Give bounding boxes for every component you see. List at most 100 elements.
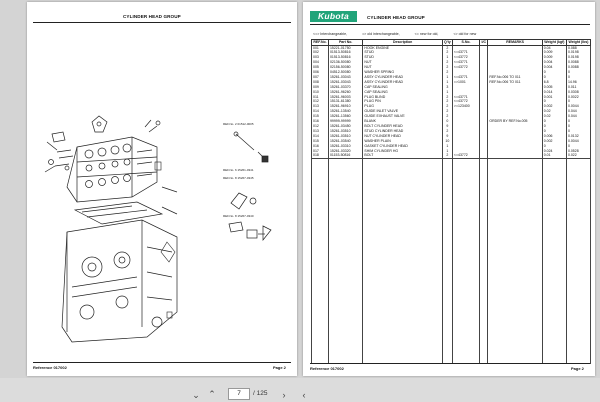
cell-weight-lbs: 14.96 — [565, 79, 592, 85]
cell-weight-lbs: 0 — [565, 124, 592, 129]
cell-part-no: 15261-13540 — [327, 109, 364, 115]
stud-detail-icon — [233, 131, 269, 163]
cell-weight-lbs: 0 — [565, 128, 592, 134]
cell-qty: 1 — [441, 143, 453, 149]
cell-ic — [479, 45, 489, 51]
cell-part-no: 02156-50080 — [327, 65, 364, 71]
page-number-input[interactable]: 7 — [228, 388, 250, 400]
cell-weight-lbs: 0.0088 — [565, 60, 592, 66]
cell-ic — [479, 55, 489, 61]
cell-ic — [479, 65, 489, 71]
cell-qty: 1 — [441, 79, 453, 85]
left-footer-reference: Reference 017002 — [33, 365, 67, 370]
cell-part-no: 15261-13560 — [327, 114, 364, 120]
cell-weight-kgf: 0 — [541, 70, 567, 75]
left-footer-page: Page 2 — [273, 365, 286, 370]
cell-ic — [479, 60, 489, 66]
cell-weight-kgf: 0.001 — [541, 94, 567, 100]
cell-ic — [479, 119, 489, 124]
cell-qty: 1 — [441, 74, 453, 80]
col-weight-lbs: Weight (lbs) — [565, 39, 592, 46]
col-qty: Q'ty — [441, 39, 453, 46]
cell-ic — [479, 143, 489, 149]
cell-qty: 2 — [441, 50, 453, 56]
cell-part-no: 15261-96910 — [327, 104, 364, 110]
cell-part-no: 15261-96003 — [327, 94, 364, 100]
cell-ic — [479, 89, 489, 95]
cell-ic — [479, 128, 489, 134]
cell-weight-kgf: 0 — [541, 124, 567, 129]
chevron-up-icon[interactable]: ⌃ — [208, 389, 216, 399]
callout-ref-2: REF.No. 2 01512-0005 — [223, 122, 254, 126]
cell-weight-lbs: 0.0044 — [565, 138, 592, 144]
cell-weight-kgf: 0.02 — [541, 109, 567, 115]
cylinder-head-exploded-diagram — [44, 115, 178, 343]
cell-weight-kgf: 0.006 — [541, 133, 567, 139]
cell-weight-lbs: 0.044 — [565, 114, 592, 120]
legend-old-interchangeable: => old interchangeable, — [362, 32, 400, 36]
chevron-down-icon[interactable]: ⌄ — [192, 390, 200, 400]
cell-qty: 2 — [441, 60, 453, 66]
cell-weight-kgf: 0 — [541, 74, 567, 80]
left-page: CYLINDER HEAD GROUP — [27, 2, 297, 376]
cell-part-no: 15261-03320 — [327, 148, 364, 154]
cell-weight-lbs: 0.022 — [565, 153, 592, 160]
cell-qty: 2 — [441, 45, 453, 51]
callout-ref-8a: REF.No. 8 15267-0345 — [223, 176, 254, 180]
kubota-logo: Kubota — [310, 11, 357, 22]
cell-weight-kgf: 0 — [541, 128, 567, 134]
callout-ref-8b: REF.No. 8 15267-0340 — [223, 214, 254, 218]
cell-ic — [479, 94, 489, 100]
legend-new-for-old: <= new for old, — [414, 32, 439, 36]
cell-weight-kgf: 6.8 — [541, 79, 567, 85]
cell-qty: 2 — [441, 65, 453, 71]
cell-ic — [479, 133, 489, 139]
cell-weight-lbs: 0.011 — [565, 84, 592, 90]
right-footer-reference: Reference 017002 — [310, 366, 344, 371]
cell-weight-lbs: 0.0022 — [565, 94, 592, 100]
col-ic: I/C — [479, 39, 489, 46]
cell-part-no: 15221-01750 — [327, 45, 364, 51]
cell-weight-lbs: 0.0308 — [565, 89, 592, 95]
right-header-rule — [310, 24, 590, 25]
col-part-no: Part No. — [327, 39, 364, 46]
cell-ic — [479, 74, 489, 80]
next-page-icon[interactable]: › — [282, 390, 286, 400]
cell-qty: 1 — [441, 89, 453, 95]
cell-qty: 2 — [441, 114, 453, 120]
prev-page-icon[interactable]: ‹ — [302, 390, 306, 400]
left-page-title: CYLINDER HEAD GROUP — [123, 14, 181, 19]
cell-part-no: 15261-03540 — [327, 138, 364, 144]
callout-ref-6: REF.No. 6 15261-0341 — [223, 168, 254, 172]
cell-weight-lbs: 0.044 — [565, 109, 592, 115]
cell-qty: 2 — [441, 104, 453, 110]
parts-table-header: REF.No. Part No. Description Q'ty S.No. … — [311, 39, 592, 46]
cell-part-no: 04512-50080 — [327, 70, 364, 75]
page-total: / 125 — [253, 390, 268, 397]
cell-part-no: 15261-03310 — [327, 143, 364, 149]
parts-table-blank-area — [311, 158, 592, 365]
cell-ic — [479, 104, 489, 110]
legend-interchangeable: <=> Interchangeable, — [313, 32, 348, 36]
cell-weight-kgf: 0.009 — [541, 55, 567, 61]
left-header-rule — [33, 22, 291, 23]
right-footer-rule — [310, 363, 590, 364]
cell-qty: 3 — [441, 84, 453, 90]
cell-weight-lbs: 0 — [565, 70, 592, 75]
